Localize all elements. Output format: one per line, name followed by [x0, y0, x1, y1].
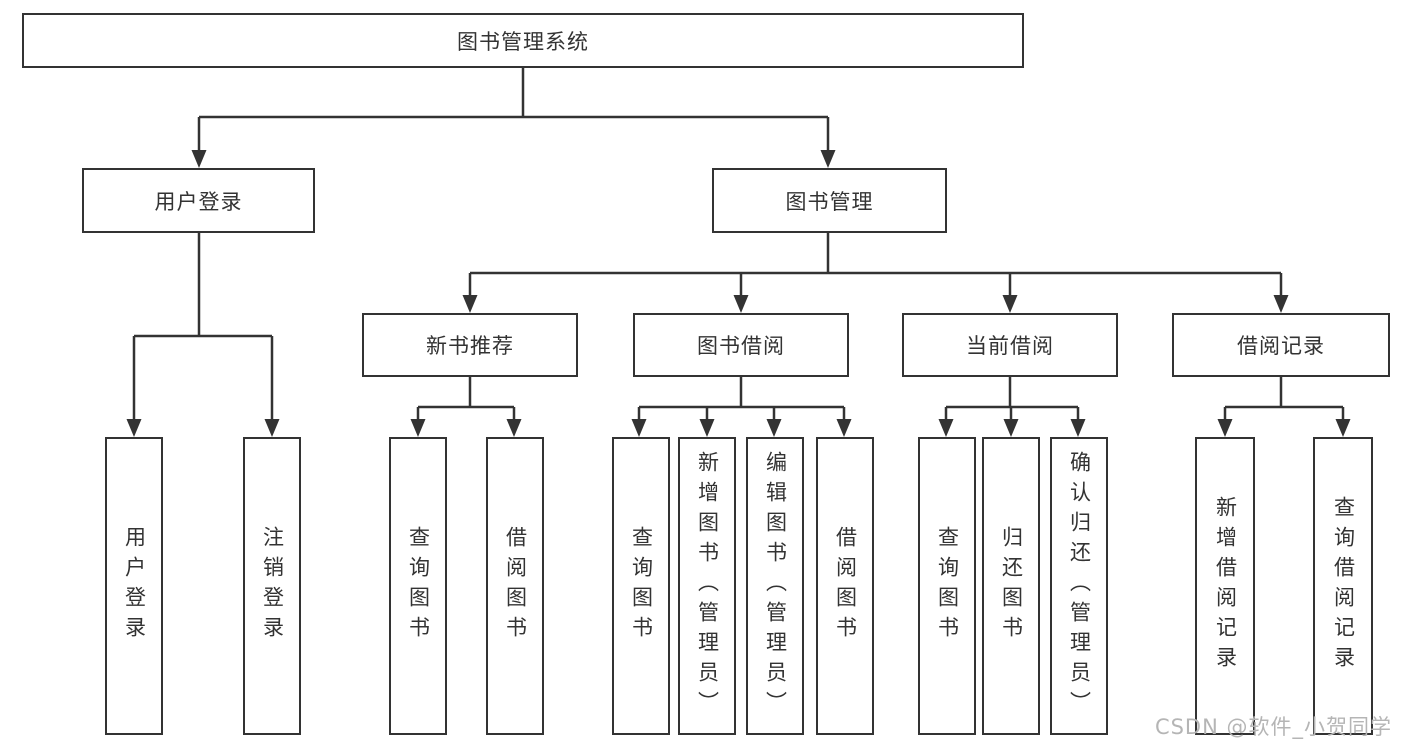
arrow-down-icon	[631, 419, 647, 437]
leaf-return-books: 归还图书	[982, 437, 1040, 735]
node-user-login: 用户登录	[82, 168, 315, 233]
node-label: 查询图书	[935, 526, 960, 646]
node-label: 归还图书	[999, 526, 1024, 646]
arrow-down-icon	[264, 419, 280, 437]
leaf-logout: 注销登录	[243, 437, 301, 735]
arrow-down-icon	[766, 419, 782, 437]
leaf-query-books-current: 查询图书	[918, 437, 976, 735]
node-label: 编辑图书（管理员）	[763, 451, 788, 721]
node-label: 查询图书	[629, 526, 654, 646]
arrow-down-icon	[1217, 419, 1233, 437]
csdn-watermark: CSDN @软件_小贺同学	[1154, 715, 1392, 739]
arrow-down-icon	[1070, 419, 1086, 437]
arrow-down-icon	[820, 150, 836, 168]
leaf-edit-books-admin: 编辑图书（管理员）	[746, 437, 804, 735]
node-label: 图书管理系统	[457, 29, 589, 54]
leaf-query-books-recommend: 查询图书	[389, 437, 447, 735]
arrow-down-icon	[506, 419, 522, 437]
node-new-book-recommendation: 新书推荐	[362, 313, 578, 377]
node-label: 查询图书	[406, 526, 431, 646]
leaf-borrow-books-recommend: 借阅图书	[486, 437, 544, 735]
node-current-borrowing: 当前借阅	[902, 313, 1118, 377]
node-label: 用户登录	[154, 189, 243, 214]
node-label: 借阅记录	[1237, 334, 1325, 358]
leaf-add-books-admin: 新增图书（管理员）	[678, 437, 736, 735]
leaf-query-borrow-record: 查询借阅记录	[1313, 437, 1373, 735]
node-label: 图书借阅	[697, 334, 785, 358]
leaf-confirm-return-admin: 确认归还（管理员）	[1050, 437, 1108, 735]
node-library-management-system: 图书管理系统	[22, 13, 1024, 68]
connector-path	[132, 68, 1345, 421]
node-label: 当前借阅	[966, 334, 1054, 358]
leaf-query-books-borrow: 查询图书	[612, 437, 670, 735]
arrow-down-icon	[191, 150, 207, 168]
node-label: 新书推荐	[426, 334, 514, 358]
node-label: 借阅图书	[503, 526, 528, 646]
arrow-down-icon	[836, 419, 852, 437]
leaf-borrow-books: 借阅图书	[816, 437, 874, 735]
node-label: 图书管理	[785, 189, 874, 214]
node-label: 查询借阅记录	[1331, 496, 1356, 676]
node-label: 新增图书（管理员）	[695, 451, 720, 721]
node-borrowing-records: 借阅记录	[1172, 313, 1390, 377]
arrow-down-icon	[126, 419, 142, 437]
node-label: 用户登录	[122, 526, 147, 646]
node-label: 新增借阅记录	[1213, 496, 1238, 676]
node-book-management: 图书管理	[712, 168, 947, 233]
arrow-down-icon	[938, 419, 954, 437]
arrow-down-icon	[1002, 295, 1018, 313]
arrow-down-icon	[1003, 419, 1019, 437]
leaf-user-login: 用户登录	[105, 437, 163, 735]
arrow-down-icon	[1273, 295, 1289, 313]
arrow-down-icon	[699, 419, 715, 437]
node-label: 确认归还（管理员）	[1067, 451, 1092, 721]
node-label: 注销登录	[260, 526, 285, 646]
arrow-down-icon	[462, 295, 478, 313]
arrow-down-icon	[733, 295, 749, 313]
arrow-down-icon	[410, 419, 426, 437]
arrow-down-icon	[1335, 419, 1351, 437]
leaf-add-borrow-record: 新增借阅记录	[1195, 437, 1255, 735]
node-book-borrowing: 图书借阅	[633, 313, 849, 377]
node-label: 借阅图书	[833, 526, 858, 646]
